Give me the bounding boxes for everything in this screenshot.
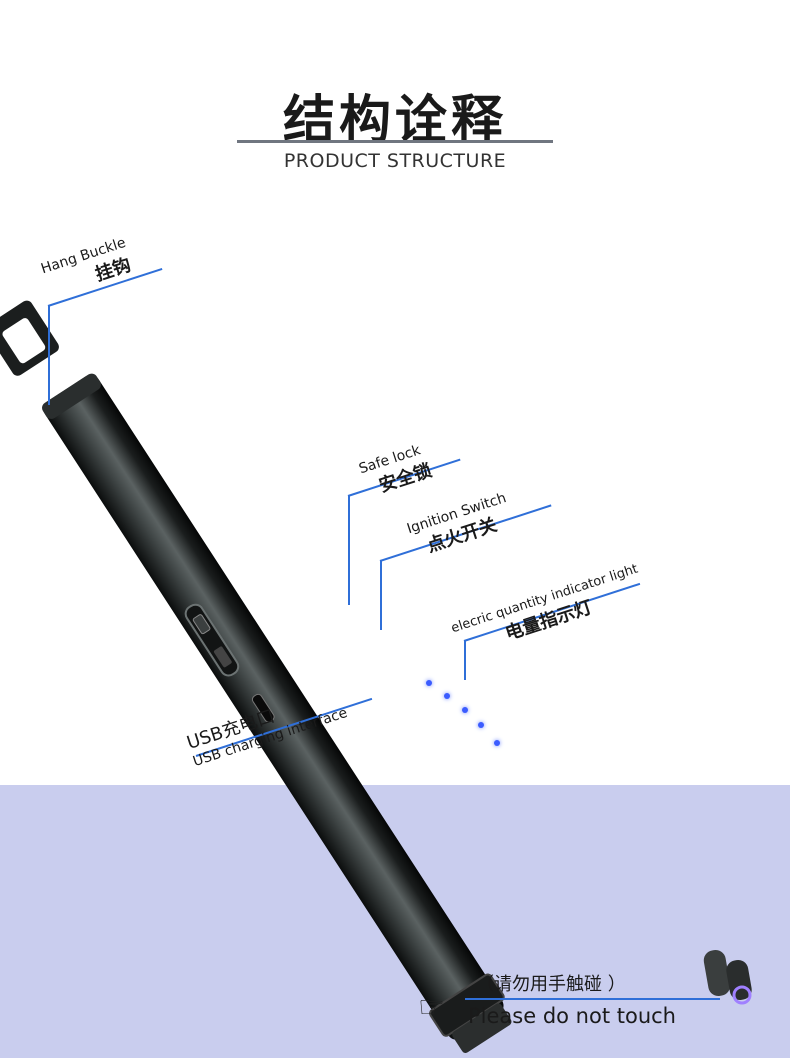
- indicator-dot: [462, 707, 468, 713]
- indicator-dot: [494, 740, 500, 746]
- lighter-body: [42, 373, 512, 1053]
- indicator-dot: [444, 693, 450, 699]
- callout-line: [464, 640, 466, 680]
- callout-line: [48, 305, 50, 405]
- callout-line: [348, 495, 350, 605]
- touch-warning-en: Please do not touch: [468, 1004, 676, 1028]
- indicator-dot: [426, 680, 432, 686]
- callout-line: [465, 998, 720, 1000]
- callout-line: [380, 560, 382, 630]
- touch-warning-cn: （请勿用手触碰 ）: [476, 974, 626, 995]
- pointing-hand-icon: ☞: [418, 990, 445, 1025]
- page-subtitle: PRODUCT STRUCTURE: [283, 150, 507, 172]
- nozzle-tip: [703, 950, 752, 1005]
- title-divider: [237, 140, 553, 143]
- indicator-dot: [478, 722, 484, 728]
- hang-buckle-part: [0, 300, 59, 376]
